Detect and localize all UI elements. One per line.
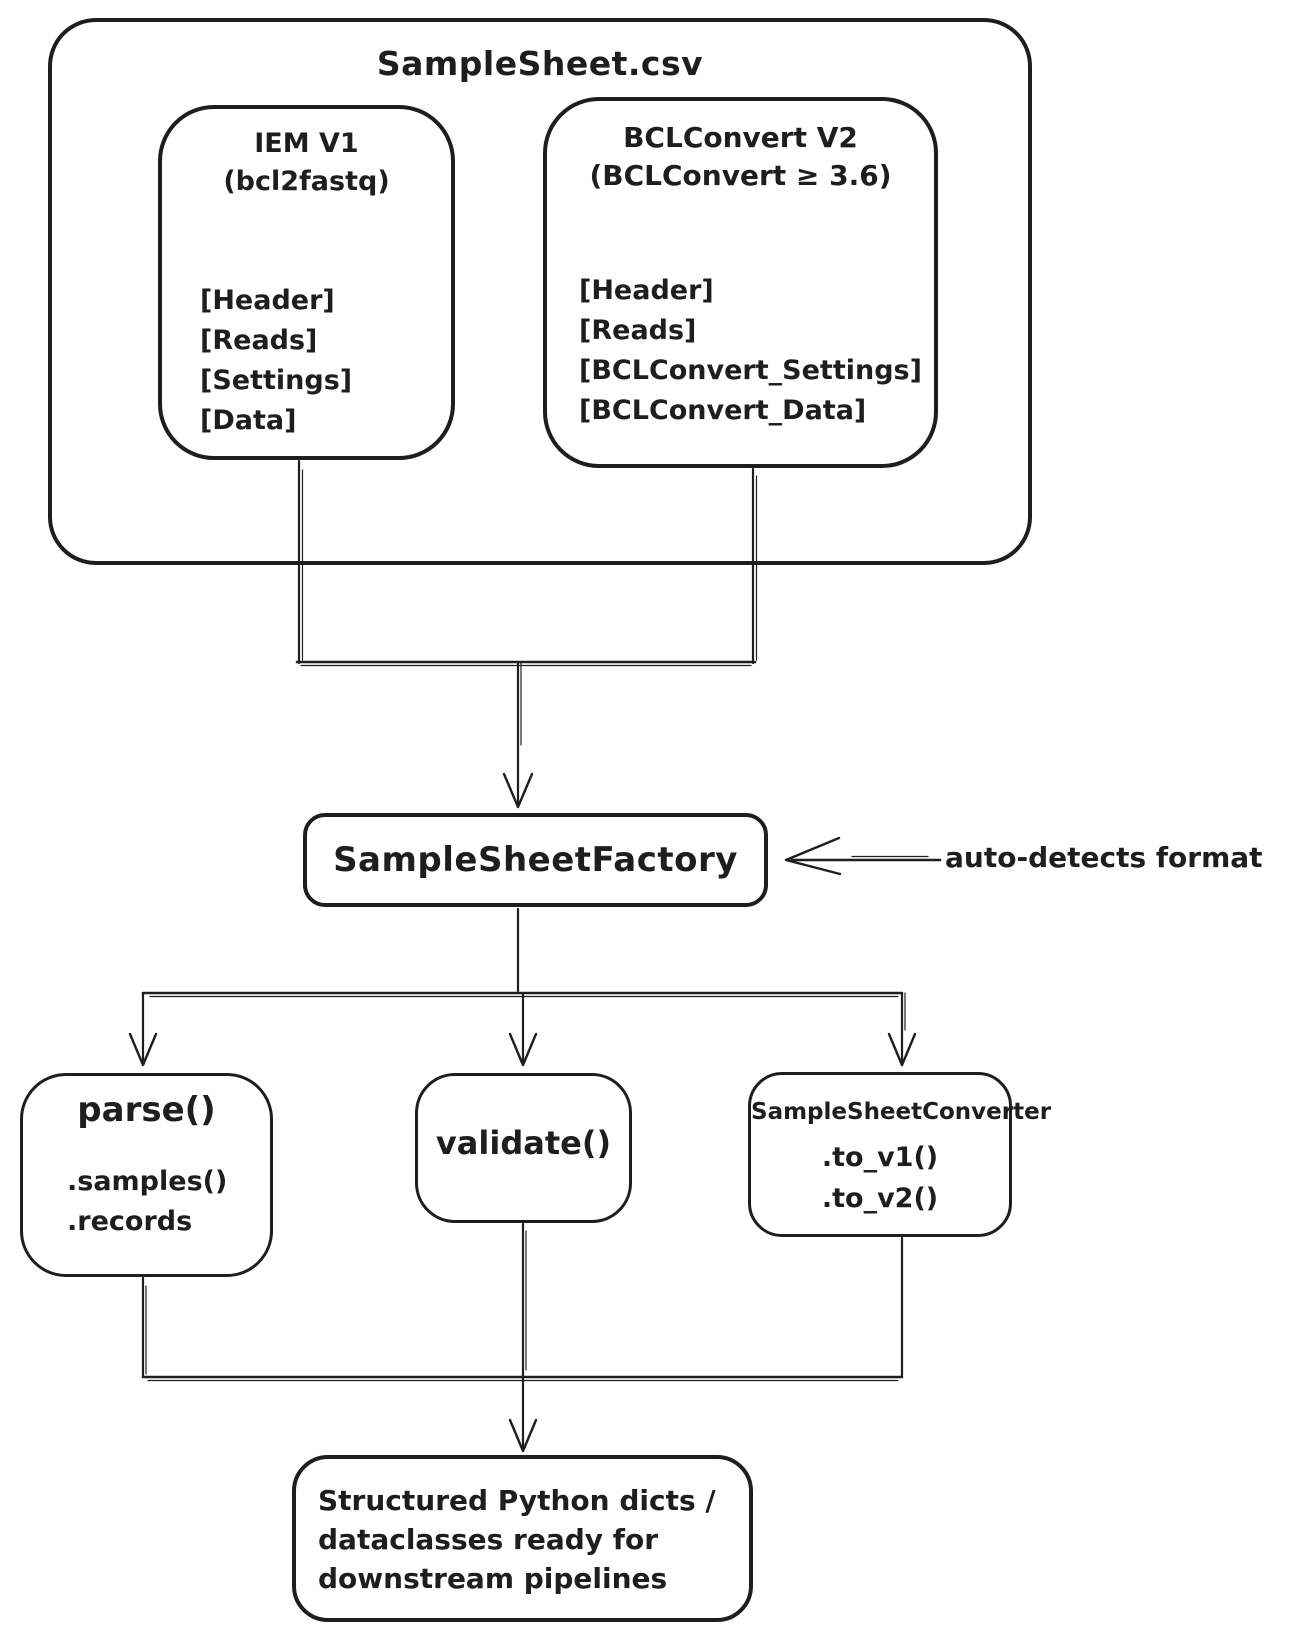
section-item: [Header]	[579, 275, 714, 306]
section-item: [BCLConvert_Settings]	[579, 355, 922, 386]
member-item: .to_v2()	[821, 1183, 939, 1214]
validate-node: validate()	[415, 1073, 632, 1223]
connector-top-merge-bar	[295, 660, 757, 667]
parse-title: parse()	[77, 1090, 216, 1130]
samplesheetfactory-node: SampleSheetFactory	[303, 813, 768, 907]
iem-v1-sections: [Header] [Reads] [Settings] [Data]	[200, 281, 352, 441]
iem-v1-title-line: IEM V1	[254, 128, 359, 159]
iem-v1-title: IEM V1 (bcl2fastq)	[162, 125, 451, 201]
output-line: dataclasses ready for	[318, 1523, 659, 1556]
bclconvert-v2-sections: [Header] [Reads] [BCLConvert_Settings] […	[579, 271, 922, 431]
iem-v1-node: IEM V1 (bcl2fastq) [Header] [Reads] [Set…	[158, 105, 455, 460]
section-item: [Data]	[200, 405, 297, 436]
arrow-into-validate	[508, 991, 538, 1067]
samplesheetconverter-node: SampleSheetConverter .to_v1() .to_v2()	[748, 1072, 1052, 1237]
bclconvert-v2-title: BCLConvert V2 (BCLConvert ≥ 3.6)	[547, 119, 934, 195]
output-line: downstream pipelines	[318, 1562, 668, 1595]
connector-validate-down	[521, 1222, 527, 1379]
bclconvert-v2-subtitle: (BCLConvert ≥ 3.6)	[589, 159, 892, 192]
member-item: .records	[67, 1206, 193, 1237]
samplesheetconverter-title: SampleSheetConverter	[751, 1099, 1052, 1125]
bclconvert-v2-title-line: BCLConvert V2	[623, 121, 858, 154]
connector-parse-down	[141, 1276, 147, 1379]
iem-v1-subtitle: (bcl2fastq)	[223, 166, 390, 197]
parse-node: parse() .samples() .records	[20, 1073, 273, 1277]
arrow-into-converter	[887, 991, 917, 1067]
section-item: [BCLConvert_Data]	[579, 395, 867, 426]
member-item: .samples()	[67, 1166, 228, 1197]
samplesheetfactory-label: SampleSheetFactory	[333, 840, 738, 880]
output-node: Structured Python dicts / dataclasses re…	[292, 1455, 753, 1622]
samplesheet-group-title: SampleSheet.csv	[376, 44, 704, 83]
parse-members: .samples() .records	[67, 1162, 227, 1242]
annotation-arrow	[784, 836, 942, 876]
arrow-into-parse	[128, 991, 158, 1067]
arrow-into-factory	[502, 661, 534, 809]
bclconvert-v2-node: BCLConvert V2 (BCLConvert ≥ 3.6) [Header…	[543, 97, 938, 468]
section-item: [Reads]	[200, 325, 318, 356]
validate-title: validate()	[435, 1124, 612, 1162]
member-item: .to_v1()	[821, 1142, 939, 1173]
connector-distribution-bar	[141, 991, 904, 998]
connector-bottom-merge-bar	[141, 1375, 904, 1382]
output-line: Structured Python dicts /	[318, 1484, 716, 1517]
section-item: [Settings]	[200, 365, 353, 396]
samplesheetconverter-members: .to_v1() .to_v2()	[751, 1137, 1009, 1219]
auto-detects-format-label: auto-detects format	[945, 841, 1263, 874]
section-item: [Reads]	[579, 315, 697, 346]
section-item: [Header]	[200, 285, 335, 316]
arrow-into-output	[508, 1375, 538, 1453]
